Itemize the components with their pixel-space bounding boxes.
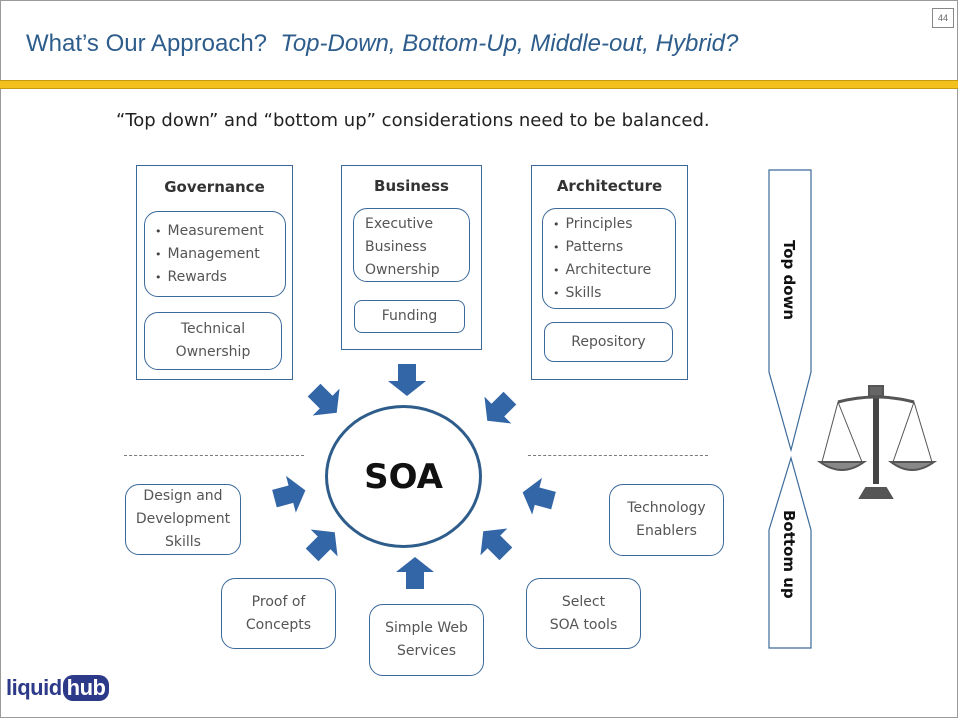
title-accent-bar	[0, 80, 958, 89]
select-soa-tools-box: Select SOA tools	[526, 578, 641, 649]
title-italic: Top-Down, Bottom-Up, Middle-out, Hybrid?	[280, 30, 739, 57]
page-number: 44	[932, 8, 954, 28]
architecture-panel: Architecture Principles Patterns Archite…	[531, 165, 688, 380]
simple-web-services-box: Simple Web Services	[369, 604, 484, 676]
list-item: Management	[155, 243, 285, 266]
top-down-label: Top down	[780, 240, 798, 321]
governance-metrics-box: Measurement Management Rewards	[144, 211, 286, 297]
arrow-left	[269, 471, 311, 517]
bottom-up-shape	[768, 455, 812, 649]
balance-scale-icon	[816, 385, 938, 499]
dashed-divider-right	[528, 455, 708, 456]
design-line1: Design and	[143, 488, 223, 504]
architecture-title: Architecture	[556, 177, 663, 195]
technical-ownership-line2: Ownership	[175, 344, 251, 360]
business-panel: Business Executive Business Ownership Fu…	[341, 165, 482, 350]
list-item: Measurement	[155, 220, 285, 243]
repository-label: Repository	[571, 333, 646, 350]
design-line3: Skills	[165, 534, 201, 550]
executive-line3: Ownership	[365, 262, 440, 278]
executive-line1: Executive	[365, 216, 434, 232]
business-title: Business	[374, 177, 449, 195]
technical-ownership-line1: Technical	[180, 321, 246, 337]
title-main: What’s Our Approach?	[26, 30, 268, 57]
proof-line2: Concepts	[245, 616, 312, 633]
governance-title: Governance	[164, 178, 265, 196]
subtitle: “Top down” and “bottom up” consideration…	[116, 110, 710, 131]
repository-box: Repository	[544, 322, 673, 362]
arrow-bottom-left	[298, 518, 349, 569]
design-development-skills-box: Design and Development Skills	[125, 484, 241, 555]
list-item: Patterns	[553, 236, 675, 259]
technology-enablers-box: Technology Enablers	[609, 484, 724, 556]
funding-box: Funding	[354, 300, 465, 333]
select-line2: SOA tools	[549, 616, 618, 633]
slide-title: What’s Our Approach? Top-Down, Bottom-Up…	[26, 30, 738, 58]
technical-ownership-box: Technical Ownership	[144, 312, 282, 370]
logo-text-right: hub	[62, 675, 110, 701]
arrow-top-left	[300, 376, 351, 427]
funding-label: Funding	[381, 308, 438, 324]
governance-panel: Governance Measurement Management Reward…	[136, 165, 293, 380]
tech-line1: Technology	[627, 500, 706, 516]
list-item: Rewards	[155, 266, 285, 289]
arrow-bottom-center	[396, 557, 434, 589]
simple-web-line2: Services	[396, 643, 457, 659]
select-line1: Select	[561, 593, 606, 610]
list-item: Architecture	[553, 259, 675, 282]
arrow-top-right	[473, 384, 524, 435]
executive-line2: Business	[365, 239, 427, 255]
architecture-items-box: Principles Patterns Architecture Skills	[542, 208, 676, 309]
simple-web-line1: Simple Web	[385, 620, 468, 636]
list-item: Skills	[553, 282, 675, 305]
list-item: Principles	[553, 213, 675, 236]
top-down-shape	[768, 169, 812, 453]
arrow-right	[517, 473, 559, 519]
arrow-top-center	[388, 364, 426, 396]
tech-line2: Enablers	[636, 523, 697, 539]
arrow-bottom-right	[469, 517, 520, 568]
logo-text-left: liquid	[6, 675, 62, 700]
design-line2: Development	[135, 511, 231, 527]
soa-circle: SOA	[325, 405, 482, 548]
proof-line1: Proof of	[251, 593, 306, 610]
executive-ownership-box: Executive Business Ownership	[353, 208, 470, 282]
proof-of-concepts-box: Proof of Concepts	[221, 578, 336, 649]
dashed-divider-left	[124, 455, 304, 456]
bottom-up-label: Bottom up	[780, 510, 798, 599]
